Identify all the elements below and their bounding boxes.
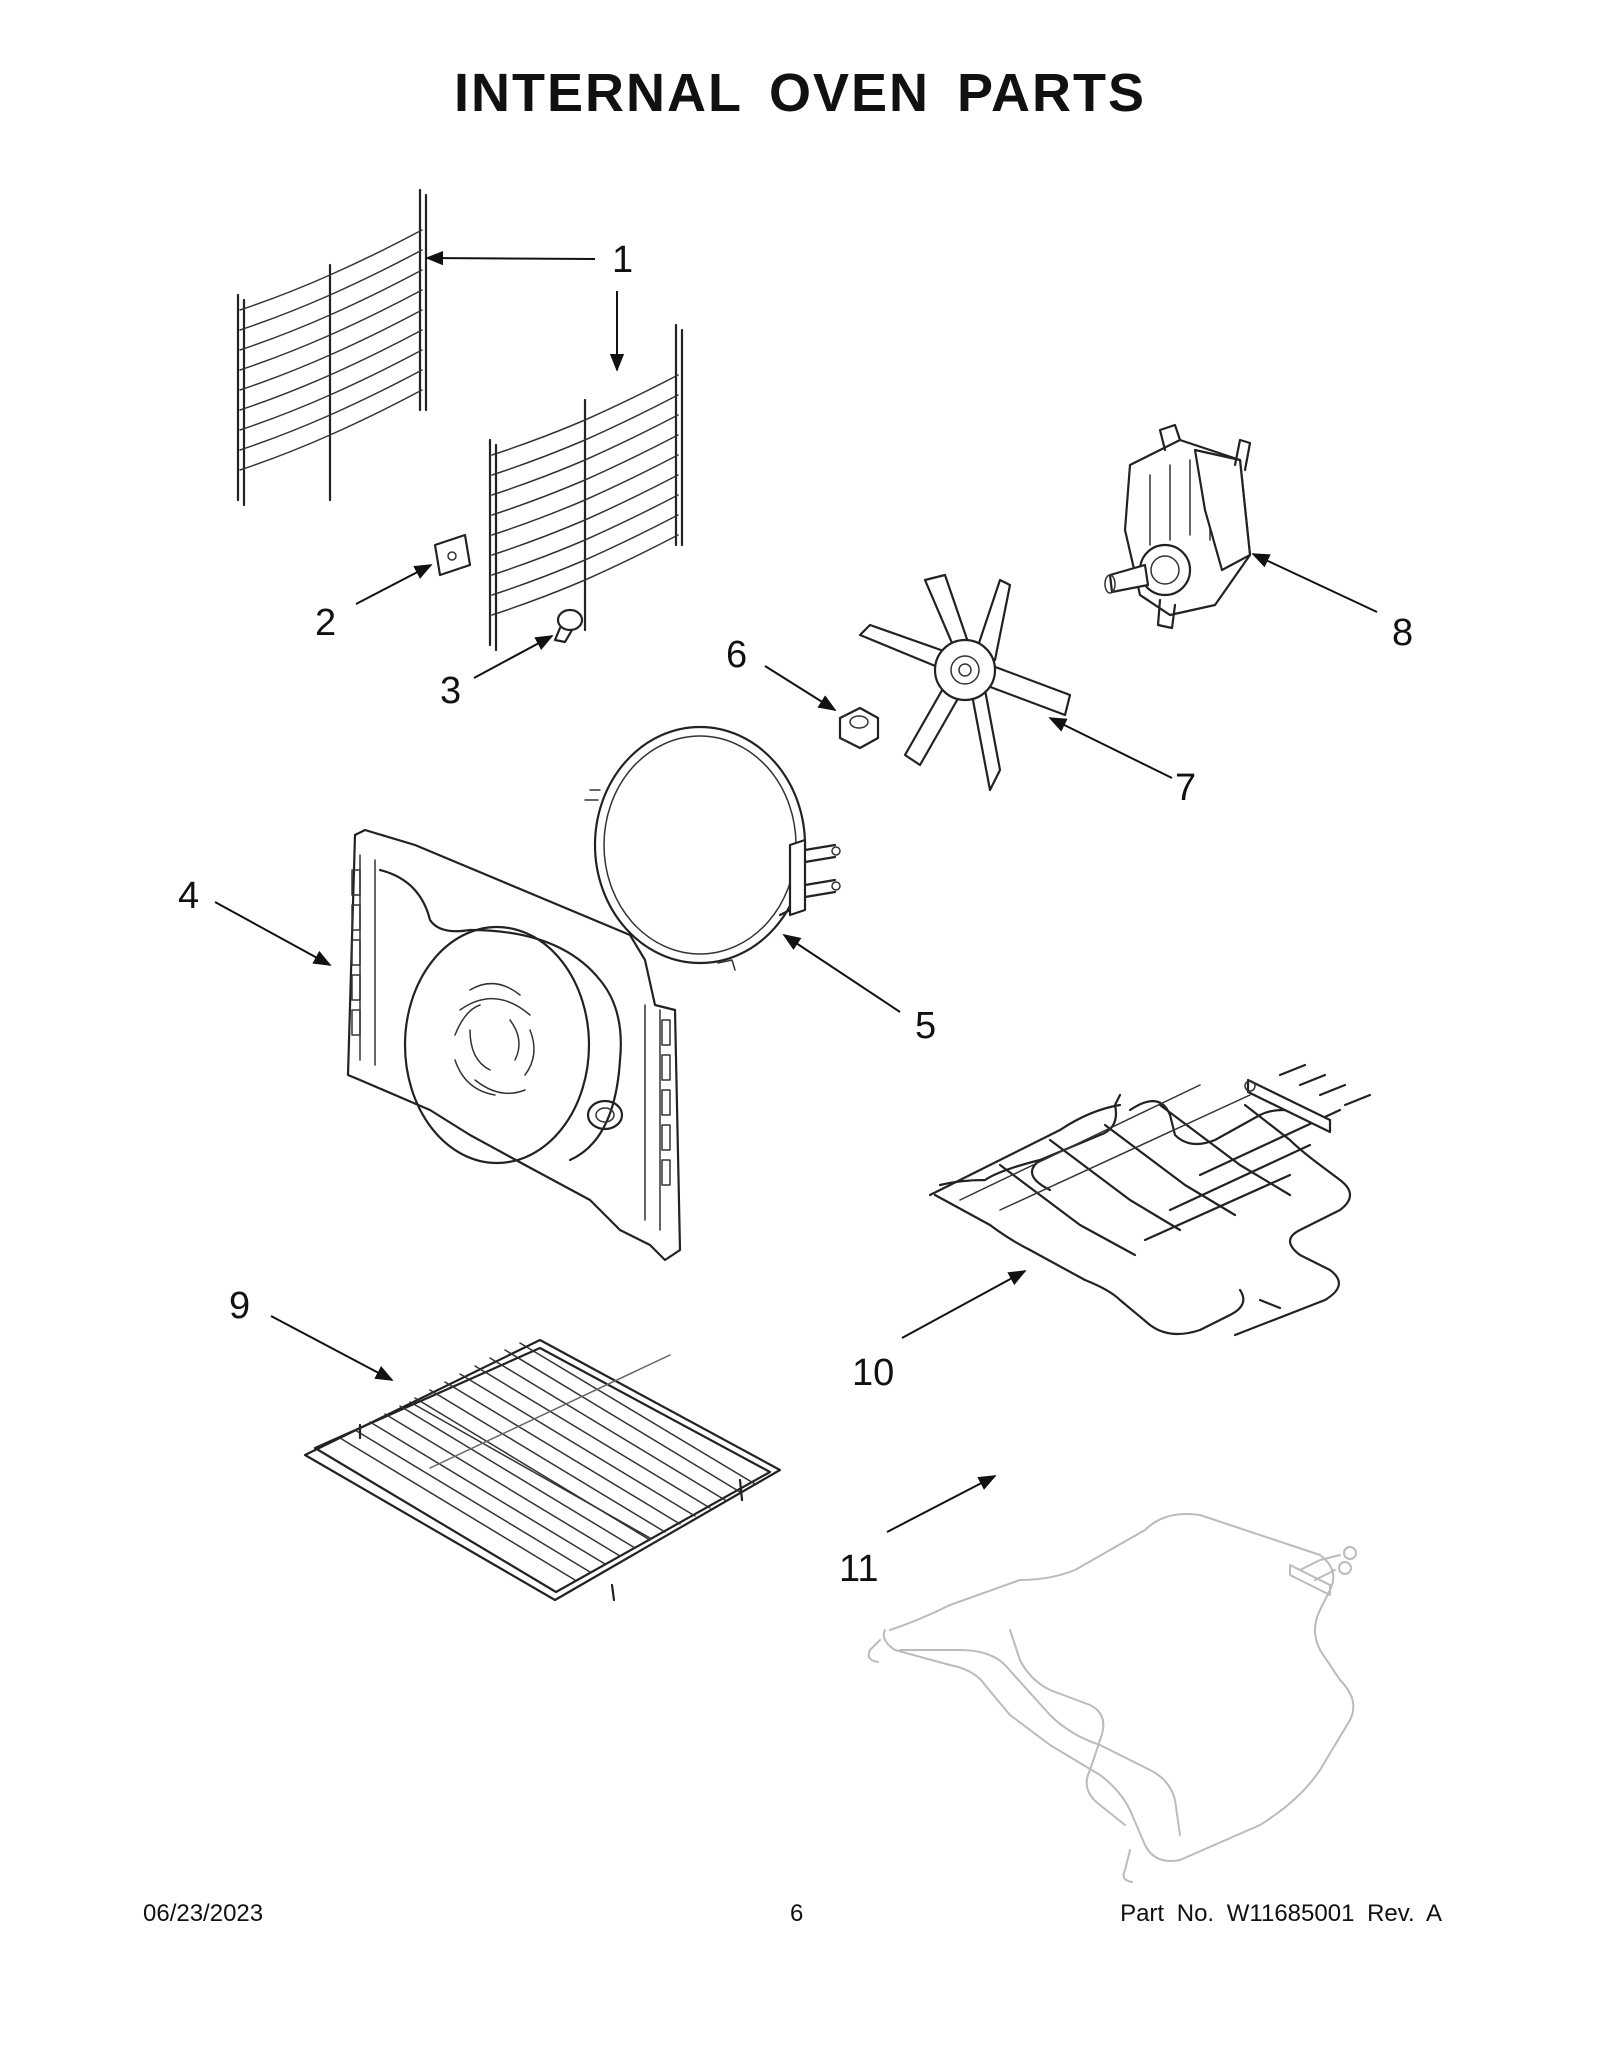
callout-4: 4 [178,875,199,917]
bake-element [867,1513,1357,1883]
rack-support-left [236,188,428,507]
callout-6: 6 [726,634,747,676]
rack-clip [433,533,472,577]
callout-2: 2 [315,602,336,644]
footer-part-number: Part No. W11685001 Rev. A [1120,1900,1442,1927]
convection-fan-motor [1104,423,1252,630]
callout-labels: 1 2 3 4 5 6 7 8 9 10 11 [178,239,1413,1590]
callout-5: 5 [915,1005,936,1047]
callout-10: 10 [852,1352,894,1394]
footer-date: 06/23/2023 [143,1900,264,1927]
callout-3: 3 [440,670,461,712]
page-title: INTERNAL OVEN PARTS [453,63,1147,123]
callout-9: 9 [229,1285,250,1327]
fan-nut [838,706,880,750]
convection-element [584,725,841,971]
broil-element [928,1063,1372,1337]
oven-rack [303,1338,782,1602]
rack-support-right [488,323,684,652]
footer-page-number: 6 [790,1900,804,1927]
convection-fan-blade [858,573,1072,792]
convection-fan-cover [346,828,682,1262]
callout-arrows [214,250,1378,1533]
callout-7: 7 [1175,767,1196,809]
callout-8: 8 [1392,612,1413,654]
callout-1: 1 [612,239,633,281]
shoulder-screw [553,608,584,644]
callout-11: 11 [839,1548,878,1590]
